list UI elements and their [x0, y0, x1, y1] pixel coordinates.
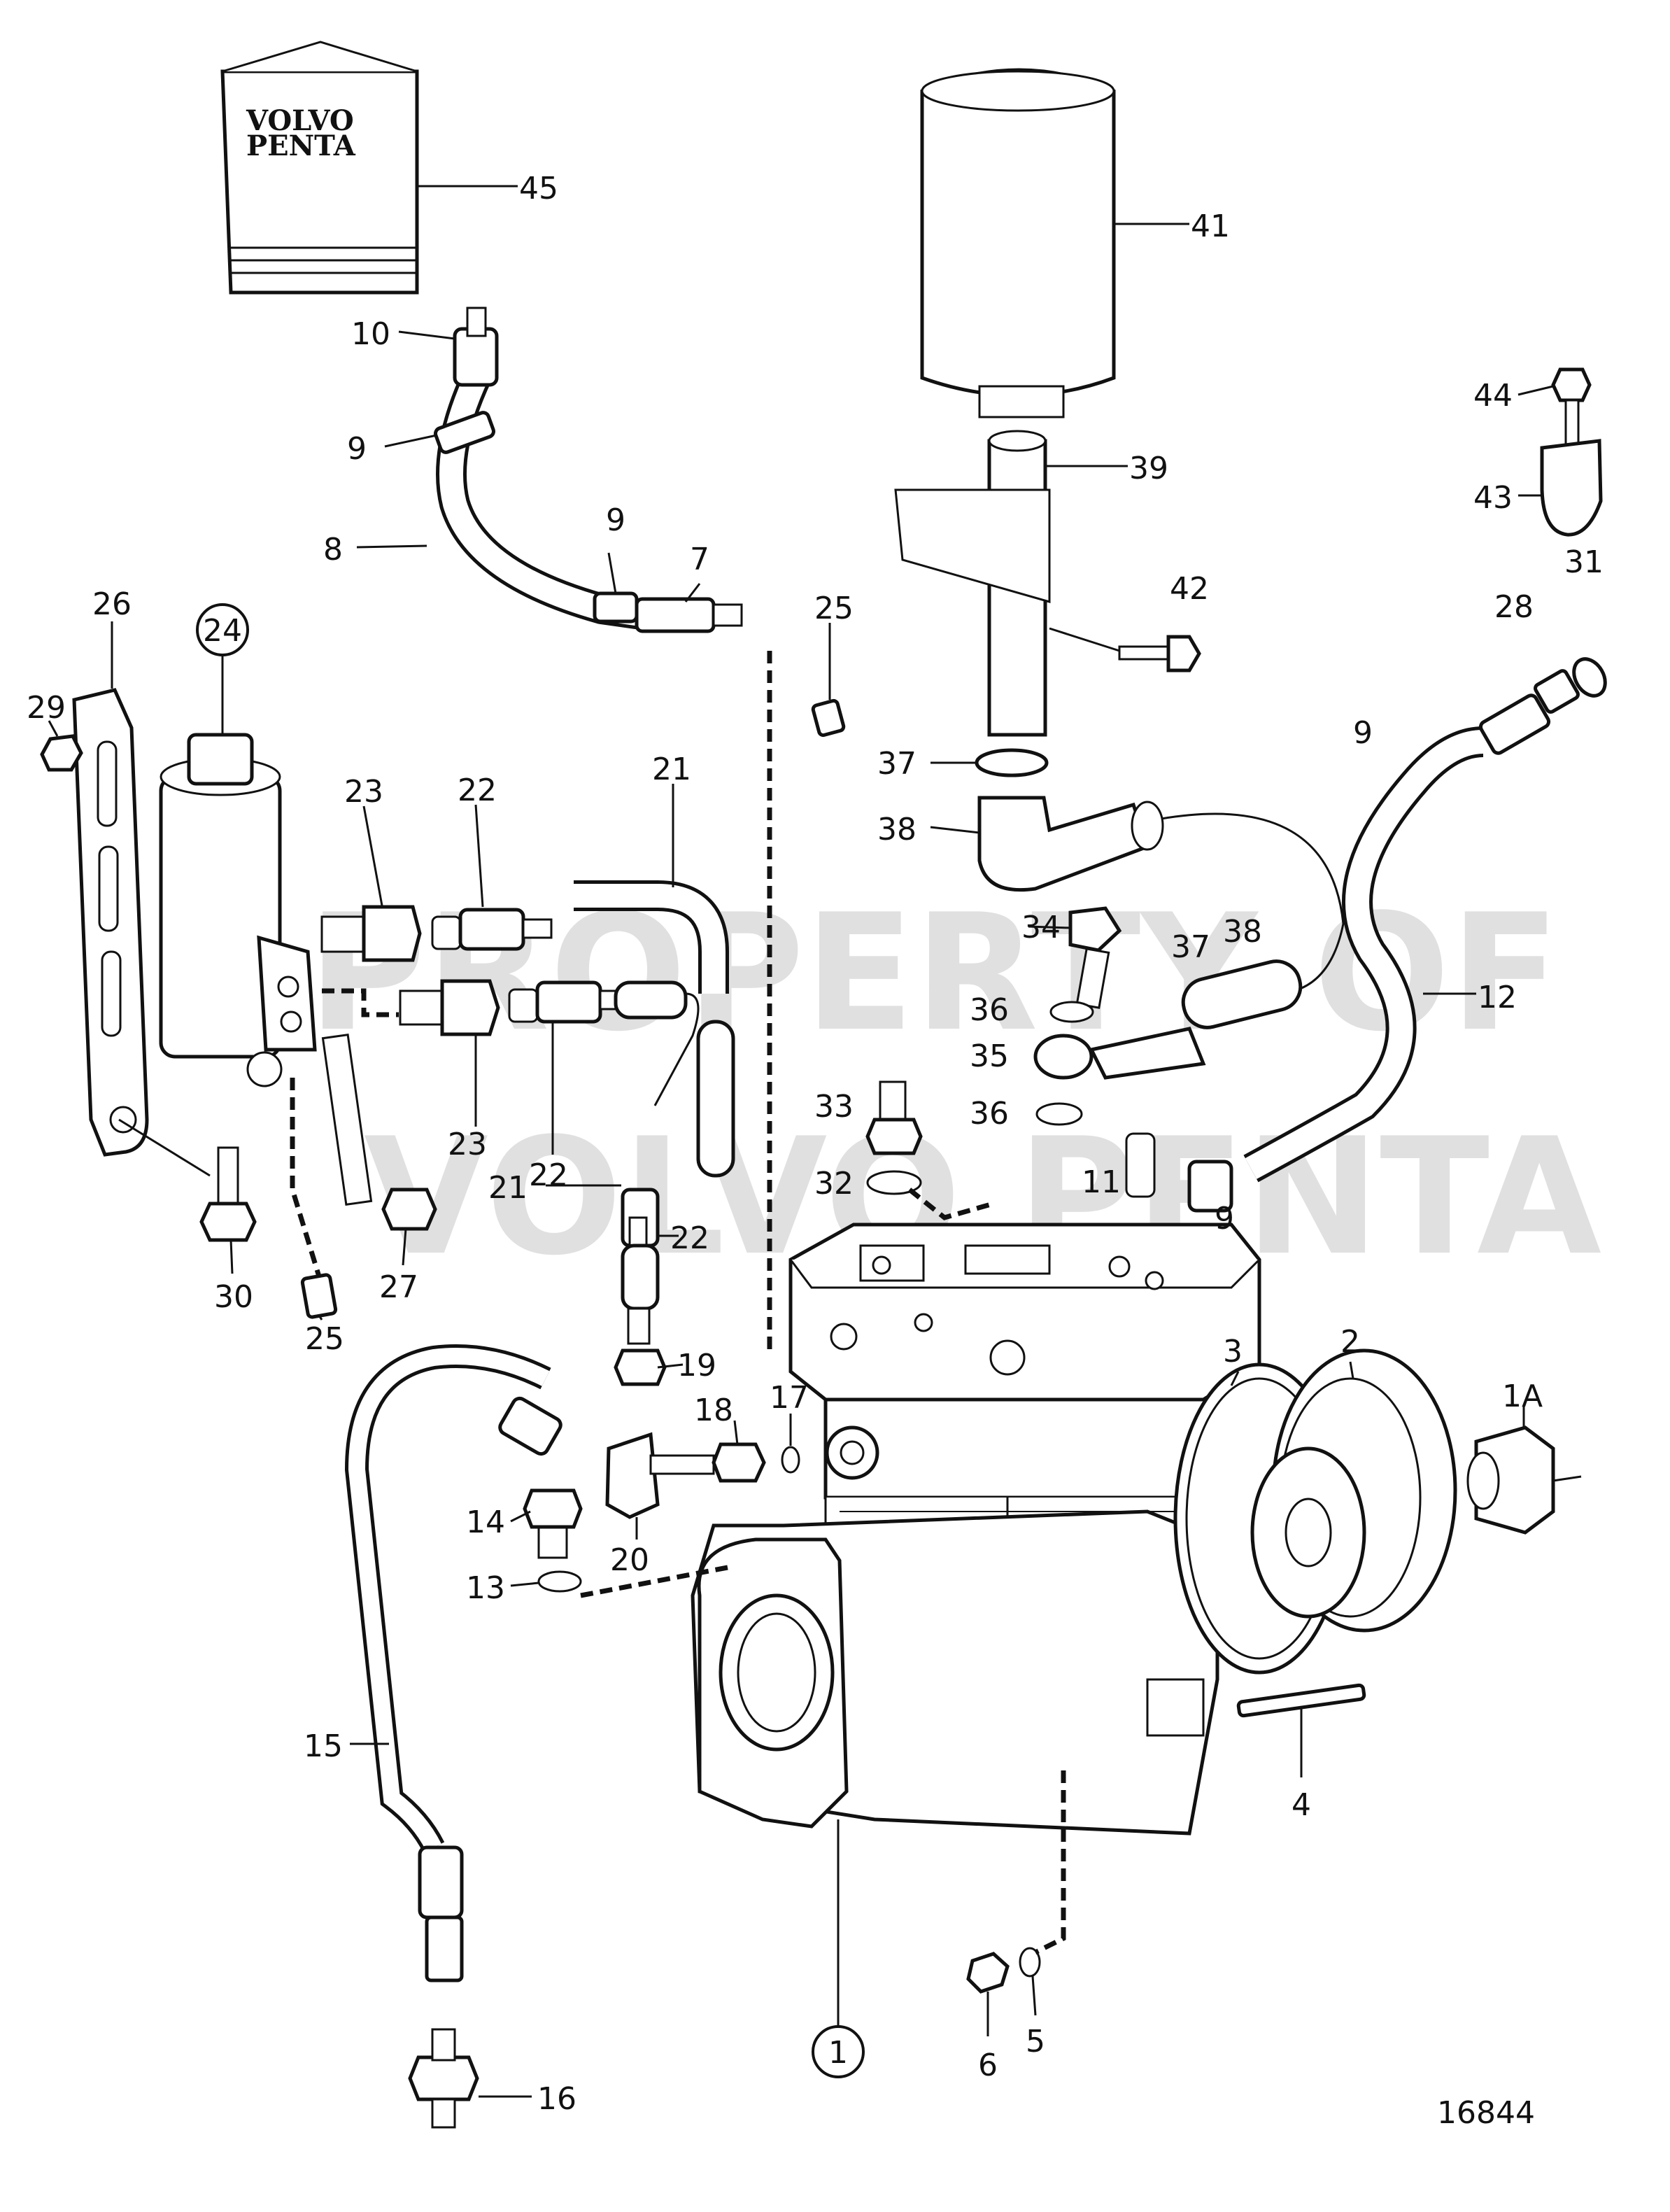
callout-c25b: 25 — [305, 1321, 344, 1357]
callout-c22c: 22 — [670, 1220, 709, 1256]
callout-c9a: 9 — [347, 431, 367, 467]
callout-c30: 30 — [214, 1279, 253, 1315]
callout-c41: 41 — [1191, 209, 1230, 244]
brand-line1: VOLVO — [246, 104, 354, 137]
part-25-27-30-screws — [118, 1033, 437, 1320]
callout-c20: 20 — [610, 1542, 649, 1578]
callout-c12: 12 — [1478, 980, 1517, 1015]
callout-c22b: 22 — [529, 1157, 568, 1193]
callout-c9b: 9 — [606, 502, 625, 538]
callout-c42: 42 — [1170, 571, 1209, 607]
callout-c5: 5 — [1026, 2024, 1045, 2059]
callout-c16: 16 — [537, 2081, 576, 2117]
callout-c6: 6 — [978, 2048, 998, 2083]
callout-c21a: 21 — [652, 752, 691, 787]
callout-c3: 3 — [1223, 1334, 1243, 1369]
part-12-air-hose — [1125, 657, 1607, 1213]
callout-c18: 18 — [694, 1393, 733, 1428]
callout-circle-c24 — [196, 603, 249, 656]
callout-c10: 10 — [351, 316, 390, 352]
part-19-20-22-fitting-stack — [605, 1216, 800, 1540]
part-21-22-23-upper-fittings — [320, 784, 729, 994]
callout-c22a: 22 — [458, 773, 497, 808]
callout-c2: 2 — [1340, 1324, 1360, 1360]
part-15-oil-hose — [344, 1344, 728, 2129]
callout-c32: 32 — [814, 1166, 854, 1202]
part-33-32-fitting — [865, 1080, 994, 1220]
part-26-bracket — [40, 621, 149, 1157]
callout-c43: 43 — [1473, 480, 1513, 516]
callout-c28: 28 — [1494, 589, 1534, 625]
part-43-44-clamp — [1517, 367, 1603, 537]
part-4-5-6-stud-nut — [966, 1683, 1366, 2036]
callout-c7: 7 — [690, 542, 709, 577]
part-8-air-hose — [356, 307, 743, 633]
callout-c8: 8 — [323, 532, 343, 568]
callout-c23b: 23 — [448, 1127, 487, 1162]
callout-c36a: 36 — [970, 992, 1009, 1028]
callout-c44: 44 — [1473, 378, 1513, 414]
callout-c33: 33 — [814, 1089, 854, 1125]
callout-c38a: 38 — [877, 812, 917, 847]
brand-line2: PENTA — [246, 129, 356, 162]
callout-c4: 4 — [1292, 1787, 1311, 1823]
callout-c9d: 9 — [1215, 1201, 1234, 1237]
callout-c15: 15 — [304, 1728, 343, 1764]
callout-c34: 34 — [1021, 910, 1061, 945]
part-41-air-filter — [920, 68, 1189, 418]
callout-c35: 35 — [970, 1038, 1009, 1074]
callout-c25a: 25 — [814, 591, 854, 626]
callout-c24: 24 — [203, 613, 242, 649]
callout-c9c: 9 — [1353, 715, 1373, 751]
part-45-instruction-card: VOLVO PENTA — [220, 41, 518, 295]
callout-c38b: 38 — [1223, 914, 1262, 950]
part-2-3-gear-assembly — [1173, 1348, 1582, 1675]
callout-c14: 14 — [466, 1505, 505, 1540]
part-42-screw — [1049, 627, 1201, 672]
part-37-38-upper-hose — [930, 748, 1345, 995]
part-24-valve-body — [159, 652, 317, 1087]
callout-c1: 1 — [828, 2035, 848, 2071]
callout-c37b: 37 — [1171, 929, 1210, 965]
callout-c1A: 1A — [1502, 1379, 1543, 1414]
part-25-setscrew-upper — [811, 623, 846, 738]
callout-c29: 29 — [27, 690, 66, 726]
part-34-35-36-banjo-fitting — [1028, 906, 1303, 1126]
callout-c26: 26 — [92, 586, 132, 622]
callout-c31: 31 — [1564, 544, 1604, 580]
callout-c21b: 21 — [488, 1170, 528, 1206]
callout-c36b: 36 — [970, 1096, 1009, 1132]
callout-labels: 4541109897253942444331289262924373821222… — [27, 171, 1604, 2117]
callout-c13: 13 — [466, 1570, 505, 1606]
drawing-number: 16844 — [1437, 2095, 1535, 2131]
callout-c23a: 23 — [344, 774, 383, 810]
part-39-intake-pipe — [894, 430, 1128, 737]
callout-c37a: 37 — [877, 746, 917, 782]
part-1-compressor — [691, 1223, 1261, 2078]
callout-c27: 27 — [379, 1269, 418, 1305]
callout-c19: 19 — [677, 1348, 716, 1383]
callout-c39: 39 — [1129, 451, 1168, 486]
callout-c11: 11 — [1082, 1164, 1121, 1200]
callout-c17: 17 — [770, 1380, 809, 1416]
callout-c45: 45 — [519, 171, 558, 206]
